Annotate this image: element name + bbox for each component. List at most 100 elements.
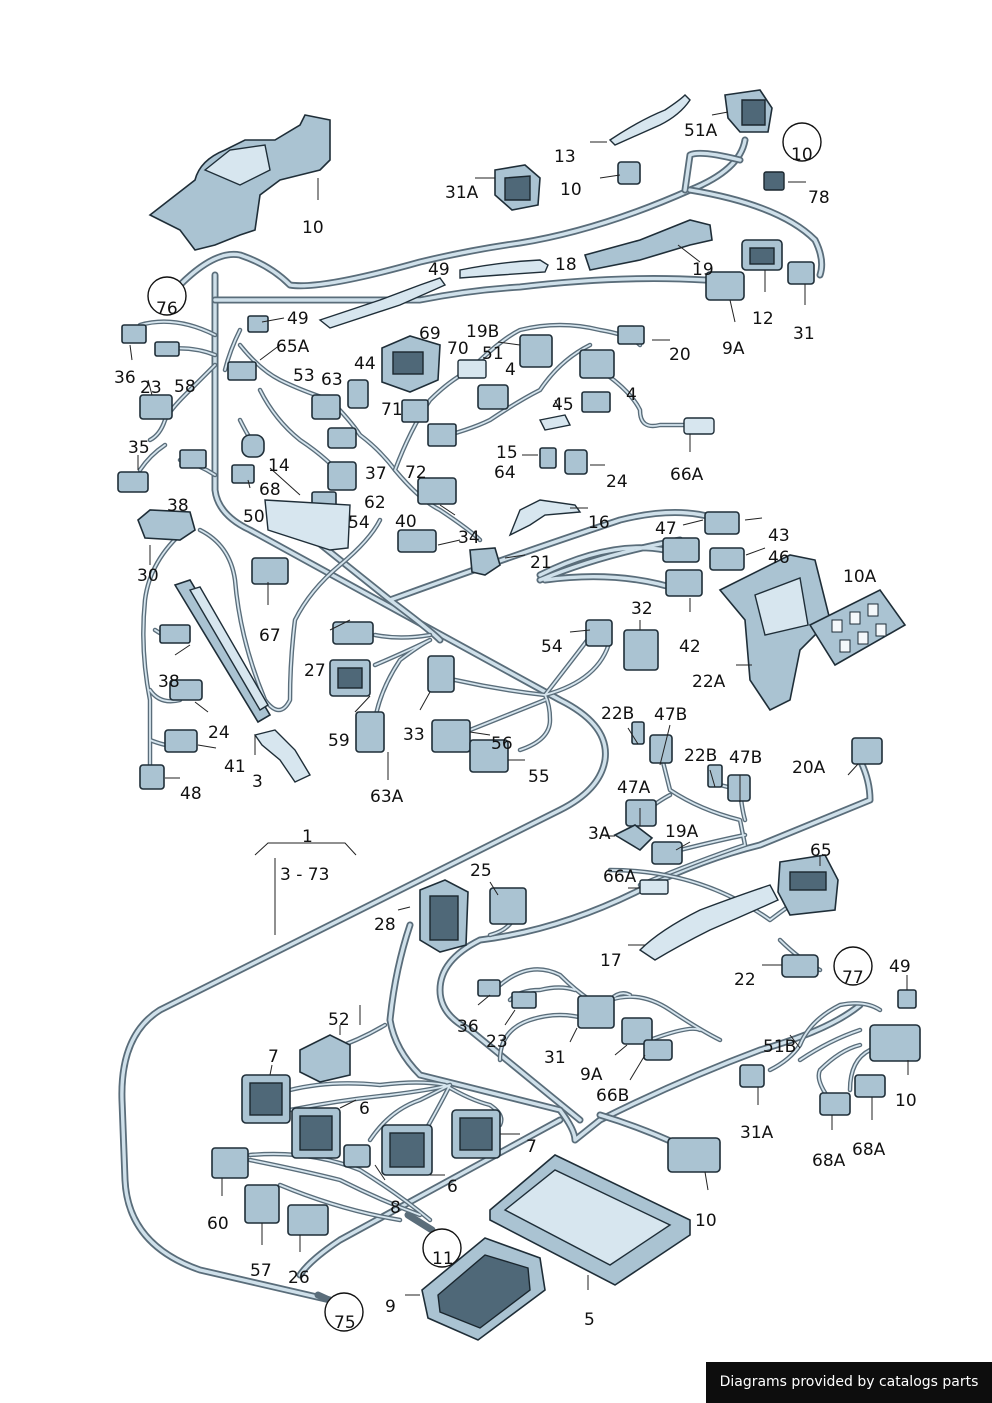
callout-38b: 38 [158,672,180,692]
callout-9A: 9A [580,1065,603,1085]
callout-23-b: 23 [486,1032,508,1052]
callout-36: 36 [114,368,136,388]
callout-65: 65 [810,841,832,861]
callout-38a: 38 [167,496,189,516]
callout-31-top: 12 [752,309,774,329]
callout-4b: 4 [626,385,637,405]
leader-lines [129,111,909,1332]
callout-22A: 22A [692,672,726,692]
callout-43: 43 [768,526,790,546]
callout-20A: 20A [792,758,826,778]
callout-19A: 19A [665,822,699,842]
assembly-range-label: 3 - 73 [280,865,329,885]
callout-47B-b: 47B [729,748,762,768]
callout-49-b: 49 [889,957,911,977]
callout-14: 14 [268,456,290,476]
callout-12: 19 [692,260,714,280]
callout-49: 49 [287,309,309,329]
callout-28: 28 [374,915,396,935]
callout-68: 68 [259,480,281,500]
callout-10-c: 10 [895,1091,917,1111]
callout-58: 58 [174,377,196,397]
callout-10-d: 10 [695,1211,717,1231]
callout-76: 76 [156,299,178,319]
callout-6a: 6 [359,1099,370,1119]
callout-10A: 10A [843,567,877,587]
callout-11: 11 [432,1249,454,1269]
callout-69: 69 [419,324,441,344]
callout-22: 22 [734,970,756,990]
assembly-group-label: 1 [302,827,313,847]
callout-7a: 7 [268,1047,279,1067]
callout-51: 51 [482,344,504,364]
callout-59: 59 [328,731,350,751]
callout-44: 44 [354,354,376,374]
callout-52: 52 [328,1010,350,1030]
callout-31A: 31A [740,1123,774,1143]
callout-19B: 19B [466,322,499,342]
callout-63: 63 [321,370,343,390]
callout-26: 26 [288,1268,310,1288]
callout-27: 27 [304,661,326,681]
callout-7b: 7 [526,1137,537,1157]
callout-51B: 51B [763,1037,796,1057]
callout-65A: 65A [276,337,310,357]
callout-73: 9A [722,339,745,359]
callout-4a: 4 [505,360,516,380]
callout-21: 21 [530,553,552,573]
callout-22B-a: 22B [601,704,634,724]
callout-32: 32 [631,599,653,619]
callout-48: 48 [180,784,202,804]
callout-71: 71 [381,400,403,420]
callout-56: 56 [491,734,513,754]
callout-60: 60 [207,1214,229,1234]
callout-36-b: 36 [457,1017,479,1037]
callout-55: 55 [528,767,550,787]
callout-31A-top: 10 [560,180,582,200]
callout-35: 35 [128,438,150,458]
callout-3A: 3A [588,824,611,844]
callout-33: 33 [403,725,425,745]
callout-57: 57 [250,1261,272,1281]
callout-6b: 6 [447,1177,458,1197]
callout-47B-a: 47B [654,705,687,725]
callout-67: 67 [259,626,281,646]
callout-25: 25 [470,861,492,881]
callout-66A: 66A [670,465,704,485]
callout-47: 47 [655,519,677,539]
callout-34: 34 [458,528,480,548]
callout-77: 77 [842,968,864,988]
callout-24b: 24 [208,723,230,743]
callout-41: 41 [224,757,246,777]
callout-68A-b: 68A [852,1140,886,1160]
callout-54a: 54 [348,513,370,533]
callout-50: 50 [243,507,265,527]
callout-54b: 54 [541,637,563,657]
components [117,89,921,1341]
footer-credit: Diagrams provided by catalogs parts [706,1362,992,1403]
callout-10-top: 51A [684,121,718,141]
callout-40: 40 [395,512,417,532]
callout-66A-b: 66A [603,867,637,887]
callout-64: 64 [494,463,516,483]
callout-3: 3 [252,772,263,792]
callout-63A: 63A [370,787,404,807]
callout-62: 62 [364,493,386,513]
callout-31: 31 [544,1048,566,1068]
callout-30: 30 [137,566,159,586]
callout-17: 17 [600,951,622,971]
callout-20: 20 [669,345,691,365]
callout-53: 53 [293,366,315,386]
callout-22B-b: 22B [684,746,717,766]
callout-9A-top: 31 [793,324,815,344]
callout-72: 72 [405,463,427,483]
callout-46: 46 [768,548,790,568]
callout-10-mid: 31A [445,183,479,203]
callout-23: 23 [140,378,162,398]
callout-45: 45 [552,395,574,415]
callout-13: 10 [302,218,324,238]
callout-49-top: 78 [808,188,830,208]
callout-labels: 10 13 51A 10 31A 10 78 49 18 19 12 31 9A… [114,121,917,1333]
callout-24a: 24 [606,472,628,492]
callout-5: 5 [584,1310,595,1330]
